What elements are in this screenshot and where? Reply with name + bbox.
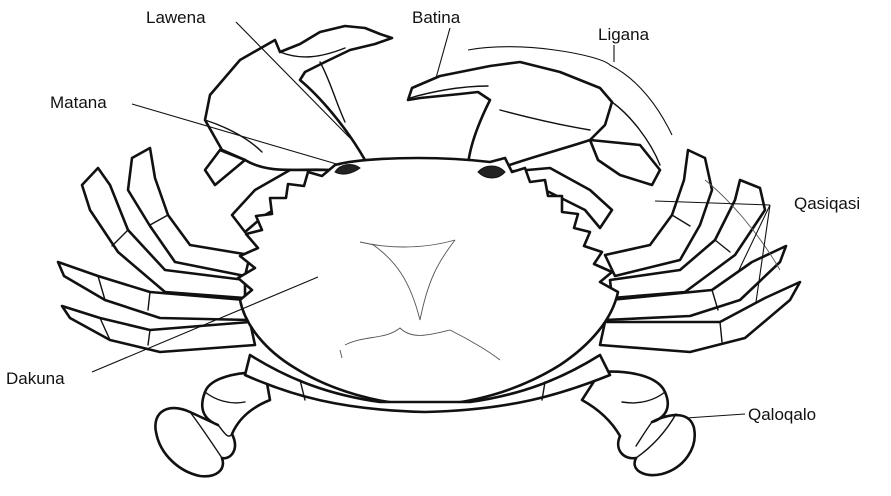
label-lawena: Lawena bbox=[146, 8, 206, 27]
label-qaloqalo: Qaloqalo bbox=[748, 405, 816, 424]
label-qasiqasi: Qasiqasi bbox=[794, 194, 860, 213]
swimming-paddle-right bbox=[582, 372, 695, 475]
walking-legs-right bbox=[600, 150, 800, 352]
swimming-paddle-left bbox=[155, 372, 270, 476]
walking-legs-left bbox=[58, 148, 255, 352]
crab-illustration bbox=[58, 26, 800, 476]
carapace bbox=[238, 158, 618, 405]
label-batina: Batina bbox=[412, 8, 461, 27]
label-dakuna: Dakuna bbox=[6, 369, 65, 388]
label-ligana: Ligana bbox=[598, 25, 650, 44]
leader-batina bbox=[436, 28, 450, 78]
label-matana: Matana bbox=[50, 93, 107, 112]
leader-qaloqalo bbox=[686, 414, 745, 418]
